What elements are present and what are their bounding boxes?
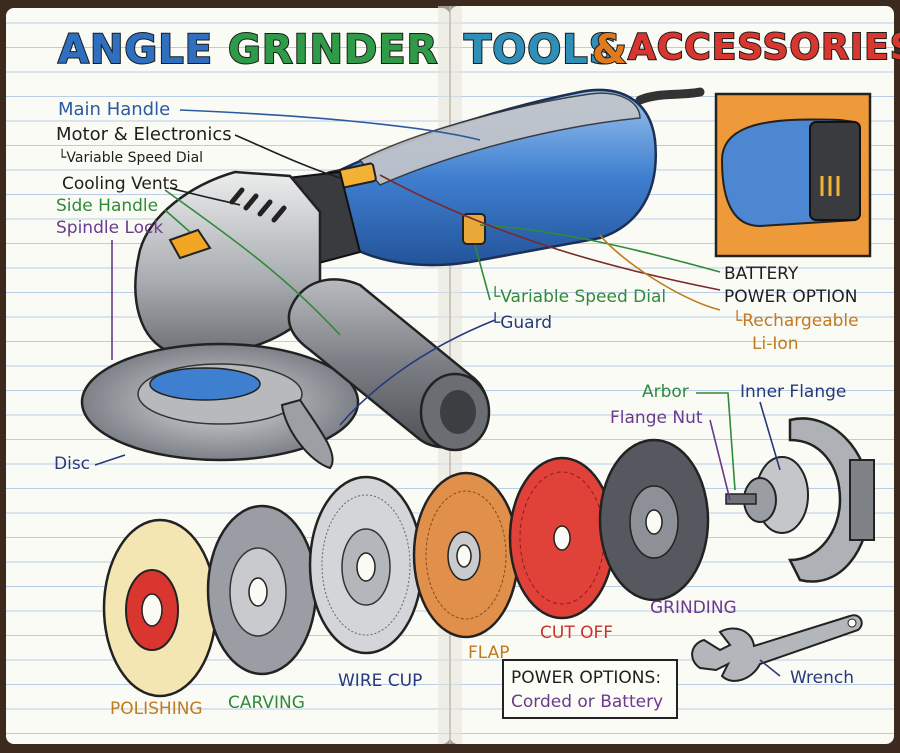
label-disc: Disc <box>54 454 91 474</box>
disc-carving <box>206 504 318 676</box>
label-main-handle: Main Handle <box>58 99 171 120</box>
power-options-box <box>502 659 678 719</box>
label-cut-off: CUT OFF <box>540 623 614 643</box>
power-options-value: Corded or Battery <box>511 692 664 712</box>
disc-grinding <box>598 438 710 602</box>
label-inner-flange: Inner Flange <box>740 382 847 402</box>
label-cooling-vents: Cooling Vents <box>62 174 179 194</box>
disc-wire-cup <box>308 475 424 655</box>
label-wrench: Wrench <box>790 668 855 688</box>
label-flange-nut: Flange Nut <box>610 408 703 428</box>
disc-polishing <box>102 518 218 698</box>
label-wire-cup: WIRE CUP <box>338 671 423 691</box>
title-word-tools: TOOLS <box>463 27 619 73</box>
disc-cut-off <box>508 456 616 620</box>
label-polishing: POLISHING <box>110 699 203 719</box>
battery-inset <box>714 92 872 258</box>
title-word-angle: ANGLE <box>57 27 214 73</box>
label-li-ion: Li-Ion <box>752 334 799 354</box>
label-carving: CARVING <box>228 693 305 713</box>
power-options-title: POWER OPTIONS: <box>511 668 662 688</box>
label-motor-electronics: Motor & Electronics <box>56 124 232 145</box>
label-rechargeable: └Rechargeable <box>732 311 859 331</box>
label-guard: └Guard <box>490 313 553 333</box>
flange-assembly <box>725 417 875 583</box>
label-variable-speed-dial: └Variable Speed Dial <box>490 287 667 307</box>
title-word-grinder: GRINDER <box>227 27 439 73</box>
label-arbor: Arbor <box>642 382 689 402</box>
label-battery-line1: BATTERY <box>724 264 799 284</box>
angle-grinder <box>80 87 705 470</box>
label-speed-dial-sub: └Variable Speed Dial <box>58 150 204 166</box>
disc-flap <box>412 471 520 639</box>
wrench <box>691 614 863 682</box>
label-battery-line2: POWER OPTION <box>724 287 858 307</box>
label-side-handle: Side Handle <box>56 196 159 216</box>
leader-lines <box>94 109 781 677</box>
label-grinding: GRINDING <box>650 598 737 618</box>
title-word-accessories: ACCESSORIES <box>627 27 900 68</box>
label-spindle-lock: Spindle Lock <box>56 218 164 238</box>
title-word-ampersand: & <box>591 27 628 73</box>
label-flap: FLAP <box>468 643 510 663</box>
